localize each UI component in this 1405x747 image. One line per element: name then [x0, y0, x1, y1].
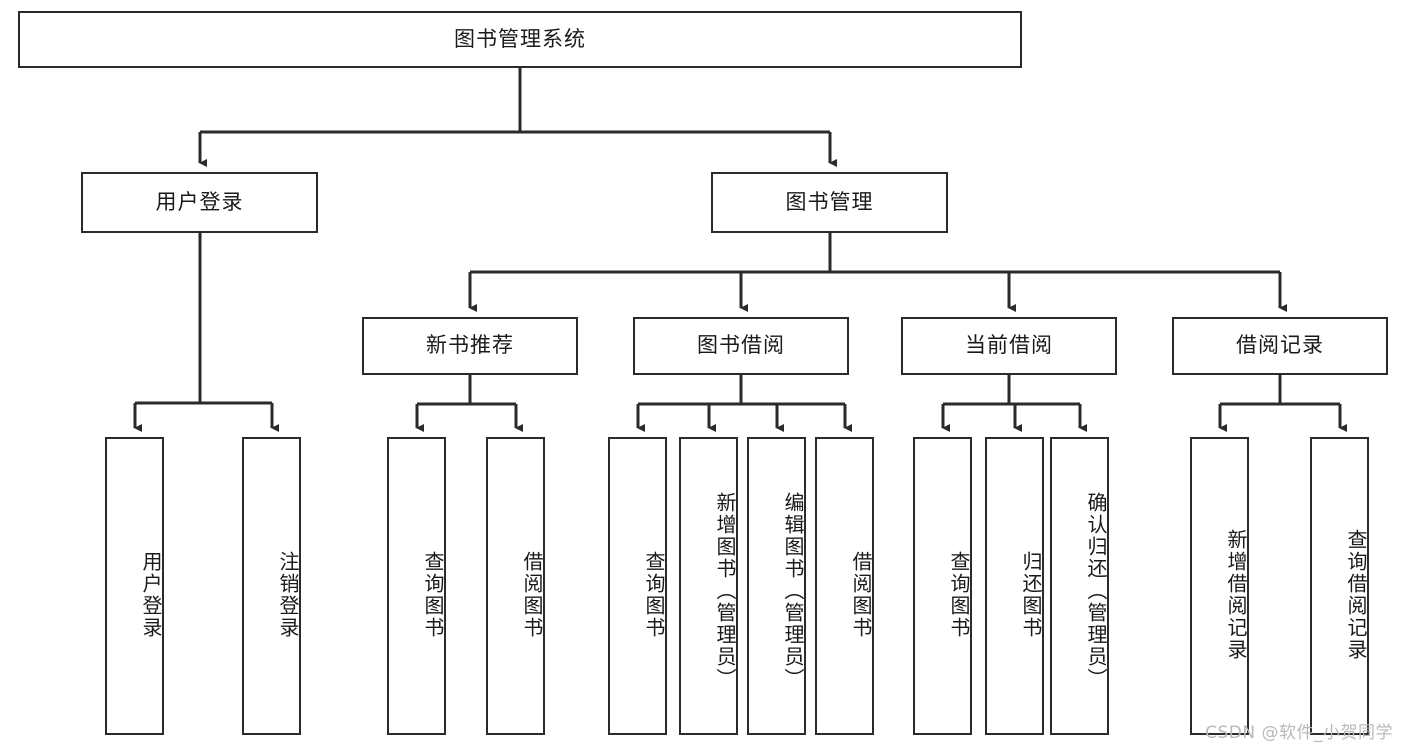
node-label: 查询图书 [642, 551, 666, 639]
node-user-login[interactable]: 用户登录 [81, 172, 318, 233]
node-label: 图书管理 [785, 189, 874, 214]
node-label: 新增借阅记录 [1224, 529, 1248, 661]
node-new-book-rec[interactable]: 新书推荐 [362, 317, 578, 375]
node-leaf-borrow-book-1[interactable]: 借阅图书 [486, 437, 545, 735]
node-leaf-query-book-2[interactable]: 查询图书 [608, 437, 667, 735]
node-label: 用户登录 [155, 189, 244, 214]
node-leaf-confirm-return[interactable]: 确认归还（管理员） [1050, 437, 1109, 735]
node-label: 新书推荐 [426, 333, 514, 358]
node-label: 当前借阅 [965, 333, 1053, 358]
node-label: 用户登录 [139, 551, 163, 639]
node-label: 注销登录 [276, 551, 300, 639]
watermark-label: CSDN @软件_小贺同学 [1205, 723, 1393, 743]
node-label: 查询图书 [947, 551, 971, 639]
node-label: 借阅记录 [1236, 333, 1324, 358]
node-current-borrow[interactable]: 当前借阅 [901, 317, 1117, 375]
node-leaf-return-book[interactable]: 归还图书 [985, 437, 1044, 735]
node-leaf-query-record[interactable]: 查询借阅记录 [1310, 437, 1369, 735]
node-leaf-query-book-1[interactable]: 查询图书 [387, 437, 446, 735]
node-leaf-logout[interactable]: 注销登录 [242, 437, 301, 735]
node-label: 图书借阅 [697, 333, 785, 358]
node-label: 归还图书 [1019, 551, 1043, 639]
node-book-manage[interactable]: 图书管理 [711, 172, 948, 233]
node-label: 新增图书（管理员） [713, 492, 737, 690]
node-leaf-query-book-3[interactable]: 查询图书 [913, 437, 972, 735]
node-root[interactable]: 图书管理系统 [18, 11, 1022, 68]
node-borrow-record[interactable]: 借阅记录 [1172, 317, 1388, 375]
node-leaf-borrow-book-2[interactable]: 借阅图书 [815, 437, 874, 735]
node-leaf-user-login[interactable]: 用户登录 [105, 437, 164, 735]
node-book-borrow[interactable]: 图书借阅 [633, 317, 849, 375]
node-label: 图书管理系统 [454, 26, 586, 51]
node-label: 查询借阅记录 [1344, 529, 1368, 661]
node-leaf-edit-book[interactable]: 编辑图书（管理员） [747, 437, 806, 735]
node-leaf-add-record[interactable]: 新增借阅记录 [1190, 437, 1249, 735]
node-leaf-add-book[interactable]: 新增图书（管理员） [679, 437, 738, 735]
node-label: 查询图书 [421, 551, 445, 639]
node-label: 借阅图书 [520, 551, 544, 639]
node-label: 编辑图书（管理员） [781, 492, 805, 690]
node-label: 确认归还（管理员） [1084, 492, 1108, 690]
node-label: 借阅图书 [849, 551, 873, 639]
